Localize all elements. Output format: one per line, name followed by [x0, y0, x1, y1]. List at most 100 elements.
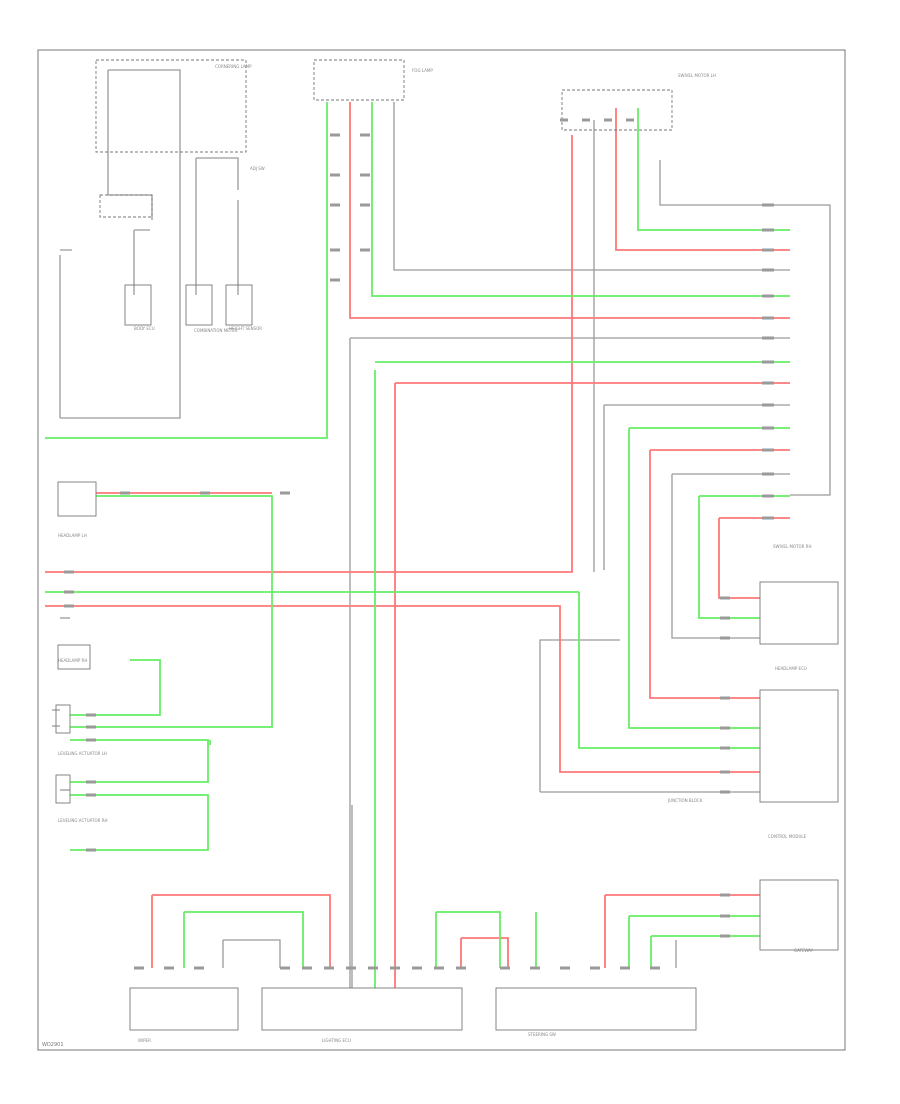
label-headlamp-rh: HEADLAMP RH: [58, 658, 87, 663]
gray-wire-33: [108, 194, 153, 220]
wires-red: [45, 102, 790, 988]
ecu-wire-tag-8: [720, 893, 730, 897]
red-wire-28: [152, 894, 331, 968]
body-ecu-box: [124, 284, 152, 326]
right-wire-tag-6: [762, 336, 774, 340]
fog2-wire-tag-1: [360, 173, 370, 177]
gray-wire-38: [393, 102, 790, 271]
ecu-wire-tag-2: [720, 636, 730, 640]
fog-wire-tag-3: [330, 248, 340, 252]
lamp-ecu-connector-box: [261, 987, 463, 1031]
green-wire-16: [435, 911, 501, 968]
leveling-rh-box: [55, 774, 71, 804]
lev-wire-tag-0: [86, 713, 96, 717]
wiper-relay-box: [99, 194, 153, 218]
leveling-lh-box: [55, 704, 71, 734]
right-wire-tag-5: [762, 316, 774, 320]
left-wire-tag-1: [64, 590, 74, 594]
lev-wire-tag-2: [86, 738, 96, 742]
gray-wire-40: [603, 404, 790, 570]
right-wire-tag-14: [762, 516, 774, 520]
green-wire-9: [70, 495, 273, 728]
ecu-bottom-tag-6: [412, 966, 422, 970]
green-wire-6: [698, 495, 790, 619]
red-wire-22: [615, 108, 790, 251]
right-wire-tag-1: [762, 228, 774, 232]
label-combination-meter: COMBINATION METER: [194, 328, 238, 333]
label-adj-sw: ADJ SW: [250, 166, 265, 171]
red-wire-26: [45, 605, 760, 773]
hl-wire-tag-2: [280, 491, 290, 495]
right-wire-tag-4: [762, 294, 774, 298]
gray-wire-34: [133, 229, 150, 295]
ecu-wire-tag-5: [720, 746, 730, 750]
ecu-bottom-tag-1: [302, 966, 312, 970]
right-wire-tag-3: [762, 268, 774, 272]
label-headlamp-ecu: HEADLAMP ECU: [775, 666, 807, 671]
right-wire-tag-12: [762, 472, 774, 476]
green-wire-11: [70, 739, 209, 783]
red-wire-30: [460, 937, 509, 968]
label-swivel-lh: SWIVEL MOTOR LH: [678, 73, 716, 78]
left-wire-tag-0: [64, 570, 74, 574]
ecu-wire-tag-4: [720, 726, 730, 730]
sw-bottom-tag-1: [530, 966, 540, 970]
lev-wire-tag-4: [86, 793, 96, 797]
component-boxes: [55, 59, 839, 1031]
steering-sw-connector-box: [495, 987, 697, 1031]
lev-wire-tag-5: [86, 848, 96, 852]
gateway-box: [759, 879, 839, 951]
green-wire-19: [650, 935, 760, 968]
red-wire-20: [349, 102, 790, 319]
ecu-bottom-tag-3: [346, 966, 356, 970]
gray-wire-41: [659, 160, 831, 496]
green-wire-7: [578, 592, 760, 749]
footer-code: WD2901: [42, 1042, 64, 1048]
left-wire-tag-2: [64, 604, 74, 608]
ecu-wire-tag-0: [720, 596, 730, 600]
swivel-lh-box: [561, 89, 673, 131]
ecu-wire-tag-7: [720, 790, 730, 794]
red-wire-24: [649, 449, 790, 699]
wire-labels: [64, 118, 774, 970]
gray-wire-43: [671, 473, 790, 639]
lev-wire-tag-3: [86, 780, 96, 784]
right-wire-tag-10: [762, 426, 774, 430]
ecu-wire-tag-3: [720, 696, 730, 700]
label-fog-lamp: FOG LAMP: [412, 68, 433, 73]
ecu-bottom-tag-0: [280, 966, 290, 970]
fog-wire-tag-2: [330, 203, 340, 207]
fog2-wire-tag-0: [360, 133, 370, 137]
green-wire-1: [371, 102, 790, 297]
gray-wire-46: [222, 939, 281, 968]
right-wire-tag-8: [762, 381, 774, 385]
label-control-module: CONTROL MODULE: [768, 834, 807, 839]
ecu-bottom-tag-4: [368, 966, 378, 970]
fog2-wire-tag-3: [360, 248, 370, 252]
ecu-wire-tag-10: [720, 934, 730, 938]
sw-bottom-tag-2: [560, 966, 570, 970]
label-height-sensor: HEIGHT SENSOR: [229, 326, 262, 331]
green-wire-2: [637, 108, 790, 231]
red-wire-21: [394, 382, 790, 988]
green-wire-0: [45, 102, 328, 439]
label-wiper: WIPER: [138, 1038, 151, 1043]
wiper-bottom-tag-1: [164, 966, 174, 970]
label-gateway: GATEWAY: [794, 948, 814, 953]
fog-wire-tag-0: [330, 133, 340, 137]
gray-wire-35: [59, 249, 72, 418]
red-wire-23: [45, 135, 573, 573]
label-leveling-lh: LEVELING ACTUATOR LH: [58, 751, 107, 756]
wires-green: [45, 102, 790, 988]
label-cornering-lamp: CORNERING LAMP: [215, 64, 252, 69]
ecu-wire-tag-6: [720, 770, 730, 774]
fog-wire-tag-1: [330, 173, 340, 177]
ecu-bottom-tag-2: [324, 966, 334, 970]
height-sensor-box: [225, 284, 253, 326]
label-body-ecu: BODY ECU: [134, 326, 155, 331]
wiper-bottom-tag-2: [194, 966, 204, 970]
ecu-wire-tag-1: [720, 616, 730, 620]
gray-wire-32: [60, 69, 181, 419]
